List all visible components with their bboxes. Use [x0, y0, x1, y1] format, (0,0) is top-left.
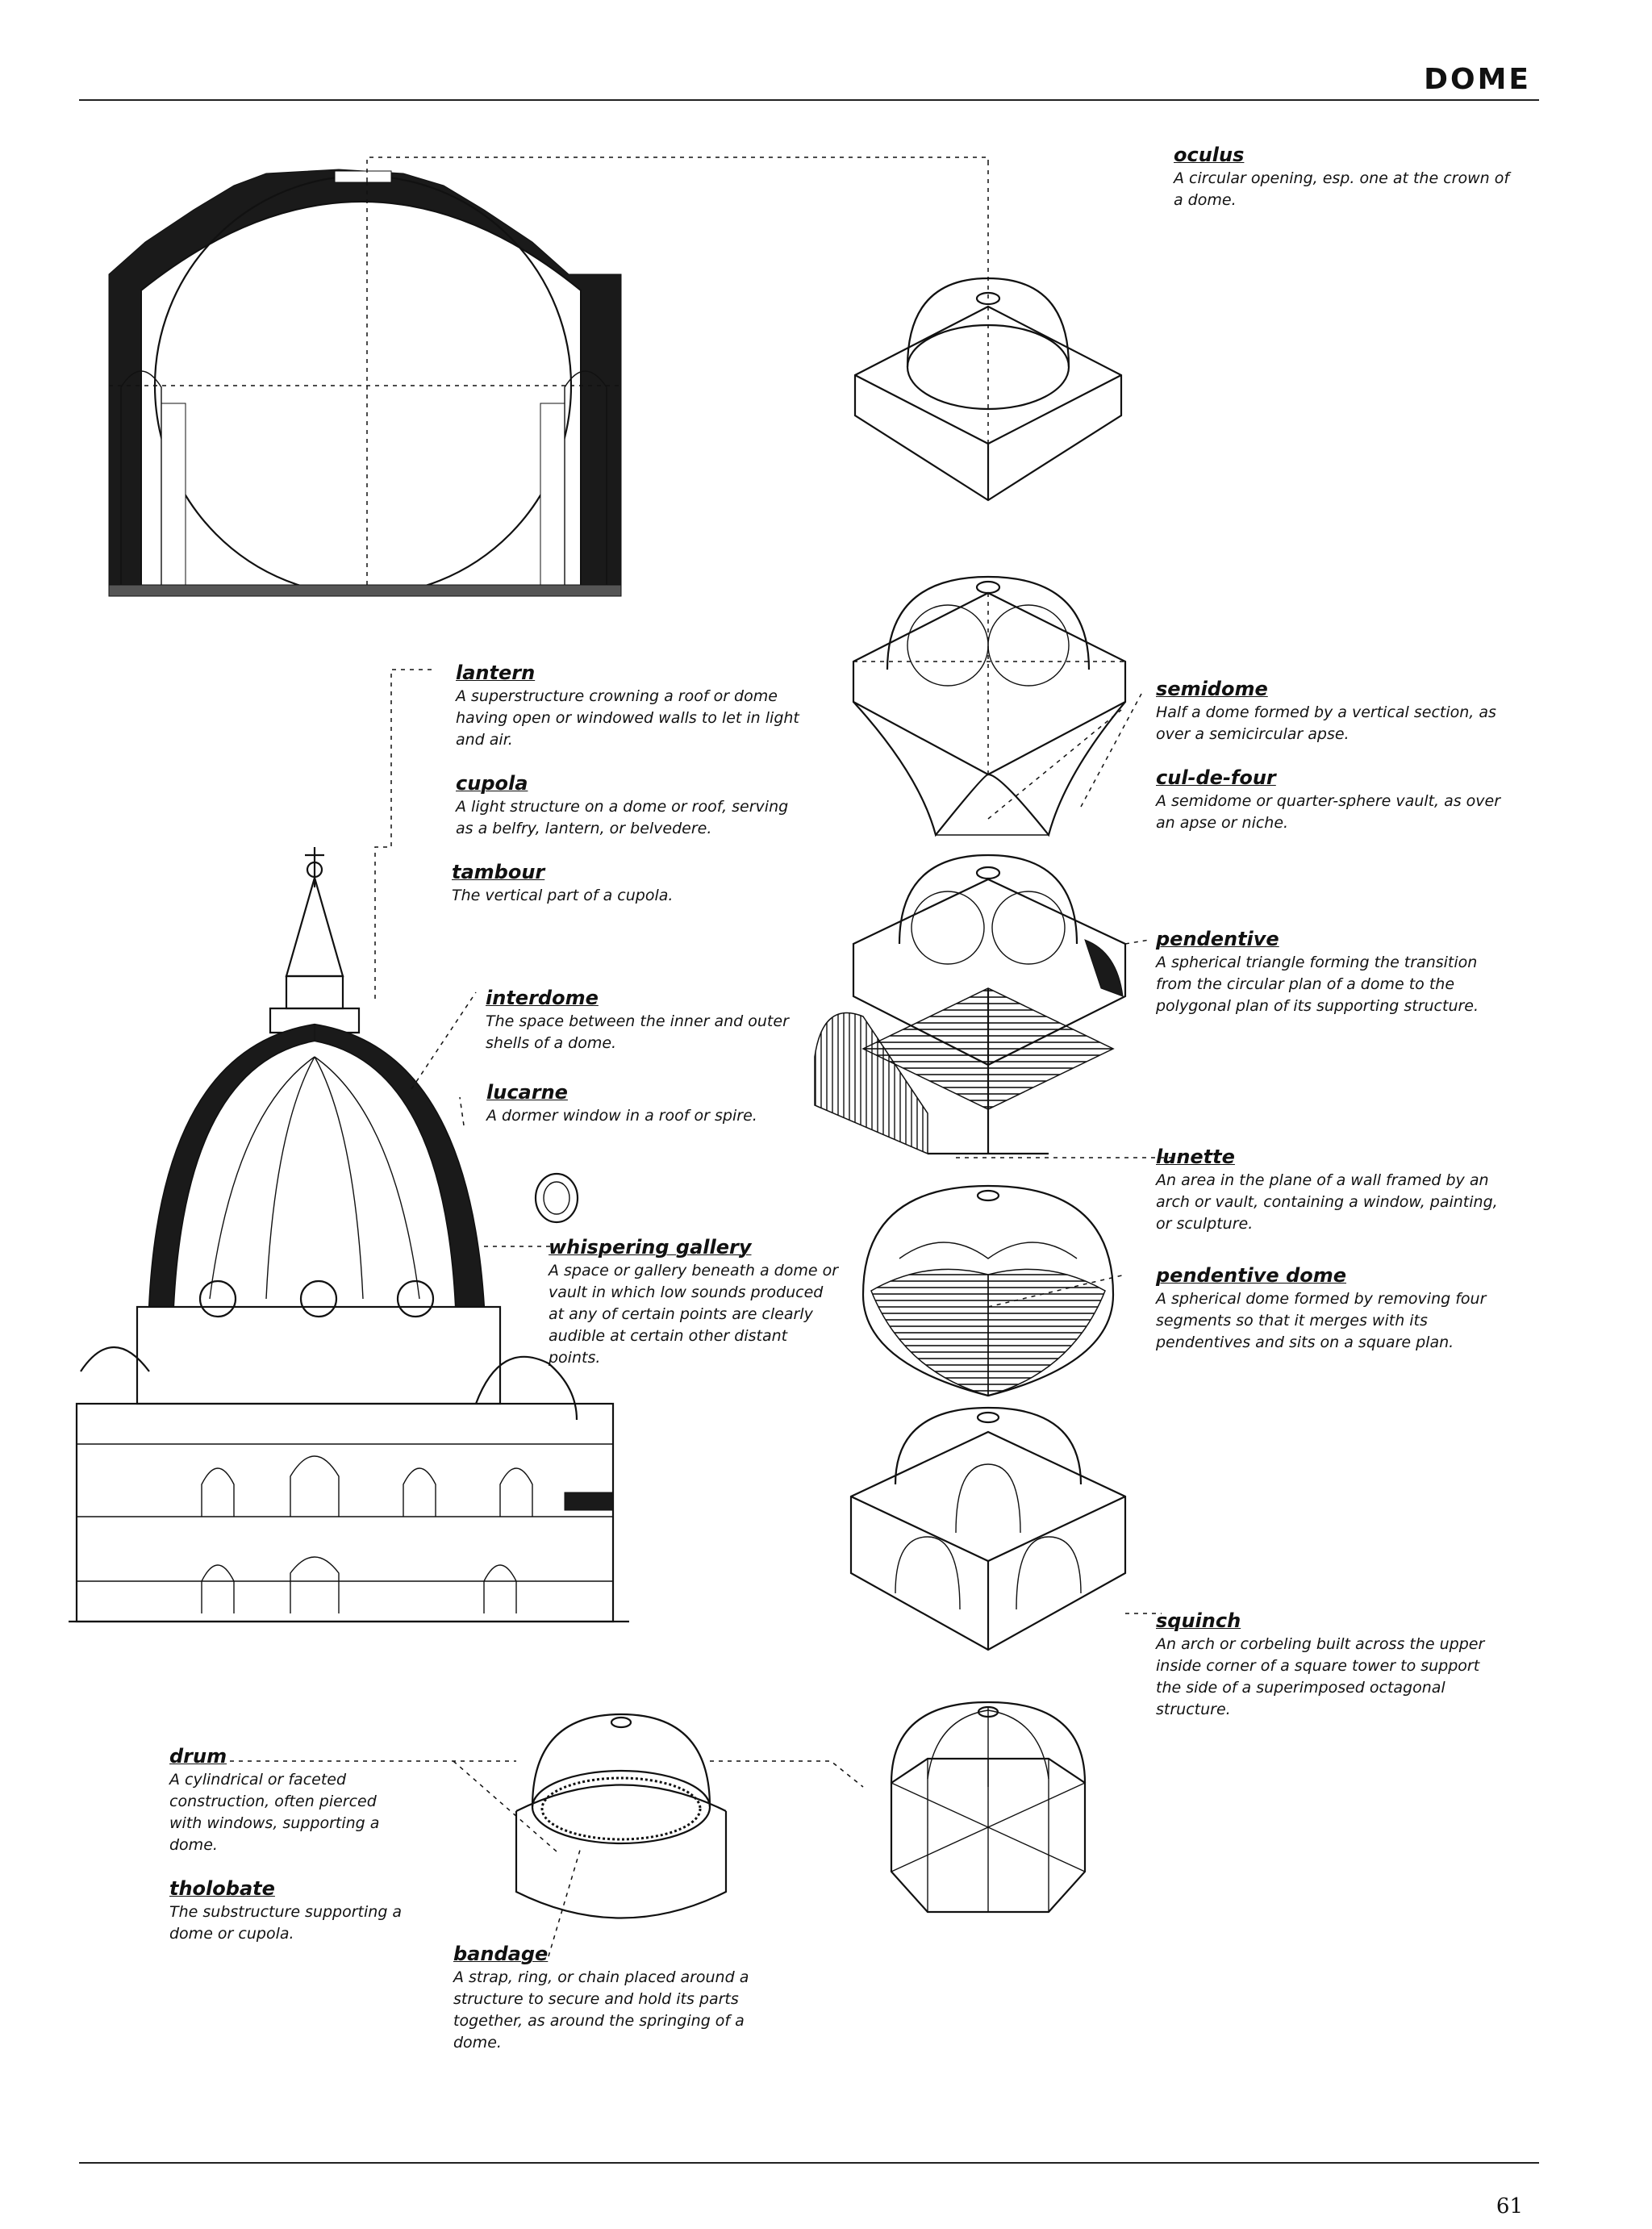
page-title: DOME [1424, 63, 1531, 96]
entry-bandage: bandage A strap, ring, or chain placed a… [453, 1943, 776, 2054]
entry-cupola: cupola A light structure on a dome or ro… [456, 772, 803, 840]
entry-semidome: semidome Half a dome formed by a vertica… [1156, 678, 1503, 745]
definition-oculus: A circular opening, esp. one at the crow… [1174, 169, 1510, 209]
definition-lunette: An area in the plane of a wall framed by… [1156, 1171, 1498, 1233]
term-tholobate: tholobate [169, 1877, 275, 1900]
entry-pendentive-dome: pendentive dome A spherical dome formed … [1156, 1264, 1503, 1354]
entry-oculus: oculus A circular opening, esp. one at t… [1174, 144, 1512, 211]
oculus-diagram [853, 161, 1123, 502]
definition-whispering-gallery: A space or gallery beneath a dome or vau… [549, 1262, 839, 1367]
term-lunette: lunette [1156, 1146, 1235, 1168]
entry-tambour: tambour The vertical part of a cupola. [452, 861, 791, 907]
leader-lines [987, 693, 1150, 1308]
term-interdome: interdome [486, 987, 599, 1009]
definition-tambour: The vertical part of a cupola. [452, 887, 674, 904]
term-squinch: squinch [1156, 1609, 1241, 1632]
term-pendentive-dome: pendentive dome [1156, 1264, 1347, 1287]
page-number: 61 [1496, 2194, 1523, 2219]
entry-interdome: interdome The space between the inner an… [486, 987, 808, 1054]
definition-interdome: The space between the inner and outer sh… [486, 1012, 789, 1052]
term-tambour: tambour [452, 861, 545, 883]
definition-drum: A cylindrical or faceted construction, o… [169, 1771, 380, 1854]
definition-lantern: A superstructure crowning a roof or dome… [456, 687, 799, 749]
definition-lucarne: A dormer window in a roof or spire. [486, 1107, 757, 1125]
drum-bandage-diagram [230, 1713, 864, 1957]
definition-pendentive: A spherical triangle forming the transit… [1156, 954, 1479, 1015]
footer-rule [79, 2162, 1539, 2164]
definition-pendentive-dome: A spherical dome formed by removing four… [1156, 1290, 1487, 1351]
definition-cupola: A light structure on a dome or roof, ser… [456, 798, 789, 837]
term-pendentive: pendentive [1156, 928, 1279, 950]
definition-semidome: Half a dome formed by a vertical section… [1156, 703, 1496, 743]
entry-squinch: squinch An arch or corbeling built acros… [1156, 1609, 1495, 1721]
term-drum: drum [169, 1745, 227, 1768]
entry-cul-de-four: cul-de-four A semidome or quarter-sphere… [1156, 766, 1503, 834]
entry-drum: drum A cylindrical or faceted constructi… [169, 1745, 411, 1856]
term-bandage: bandage [453, 1943, 549, 1965]
definition-cul-de-four: A semidome or quarter-sphere vault, as o… [1156, 792, 1501, 832]
term-cupola: cupola [456, 772, 528, 795]
entry-lantern: lantern A superstructure crowning a roof… [456, 662, 803, 751]
term-cul-de-four: cul-de-four [1156, 766, 1276, 789]
entry-whispering-gallery: whispering gallery A space or gallery be… [549, 1236, 839, 1369]
definition-bandage: A strap, ring, or chain placed around a … [453, 1968, 749, 2052]
term-whispering-gallery: whispering gallery [549, 1236, 752, 1259]
entry-lunette: lunette An area in the plane of a wall f… [1156, 1146, 1503, 1235]
entry-lucarne: lucarne A dormer window in a roof or spi… [486, 1081, 809, 1127]
term-lucarne: lucarne [486, 1081, 568, 1104]
pendentive-diagram [814, 854, 1182, 1158]
definition-tholobate: The substructure supporting a dome or cu… [169, 1903, 403, 1943]
definition-squinch: An arch or corbeling built across the up… [1156, 1635, 1485, 1718]
squinch-diagram [849, 1406, 1162, 1651]
pendentive-dome-diagram [861, 1184, 1115, 1397]
term-lantern: lantern [456, 662, 536, 684]
term-oculus: oculus [1174, 144, 1245, 166]
header-rule [79, 99, 1539, 101]
octagonal-drum-diagram [890, 1701, 1087, 1914]
semidome-diagram [852, 575, 1127, 837]
pantheon-section-drawing [108, 157, 989, 597]
cathedral-dome-drawing [69, 669, 629, 1623]
entry-pendentive: pendentive A spherical triangle forming … [1156, 928, 1511, 1017]
entry-tholobate: tholobate The substructure supporting a … [169, 1877, 428, 1945]
term-semidome: semidome [1156, 678, 1268, 700]
